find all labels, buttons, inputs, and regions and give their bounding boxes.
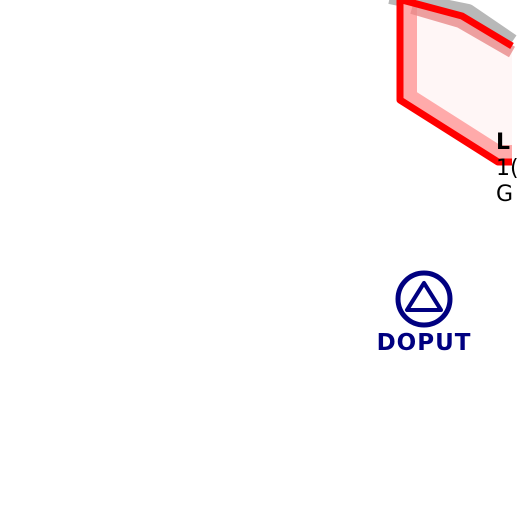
airspace-label: L 1( G [496,130,519,208]
airspace-name: L [496,130,511,155]
waypoint-name[interactable]: DOPUT [376,330,472,356]
airspace-class: G [496,182,514,207]
airspace-inner-band [403,0,512,159]
airspace-boundary[interactable] [396,0,512,166]
airspace-inner-band-top [410,2,515,58]
airspace-limits: 1( [496,156,519,181]
waypoint-triangle-icon[interactable] [395,270,453,328]
airspace-boundary-top[interactable] [401,0,514,50]
